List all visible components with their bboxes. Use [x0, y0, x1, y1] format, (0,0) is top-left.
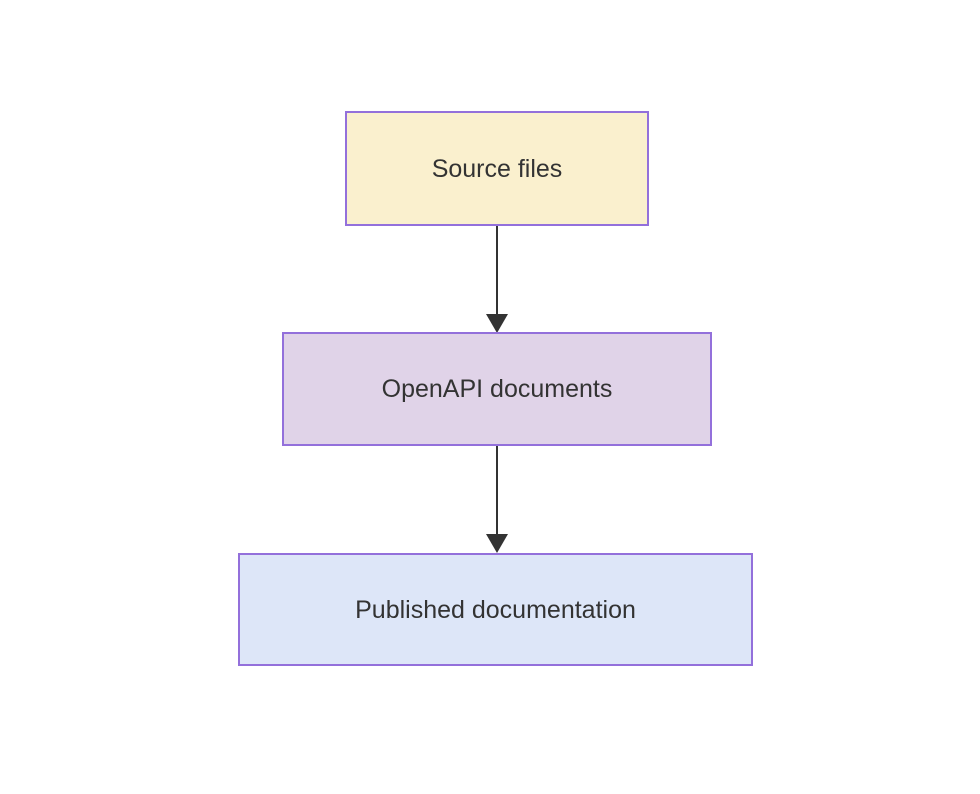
- arrow-openapi-to-published: [486, 446, 508, 553]
- arrow-source-to-openapi: [486, 226, 508, 333]
- arrowhead-down-icon: [486, 314, 508, 333]
- node-source-files: Source files: [345, 111, 649, 226]
- node-openapi-documents: OpenAPI documents: [282, 332, 712, 446]
- node-published-documentation-label: Published documentation: [355, 595, 636, 624]
- node-source-files-label: Source files: [431, 154, 563, 183]
- node-openapi-documents-label: OpenAPI documents: [381, 375, 613, 403]
- node-published-documentation: Published documentation: [238, 553, 753, 666]
- arrowhead-down-icon: [486, 534, 508, 553]
